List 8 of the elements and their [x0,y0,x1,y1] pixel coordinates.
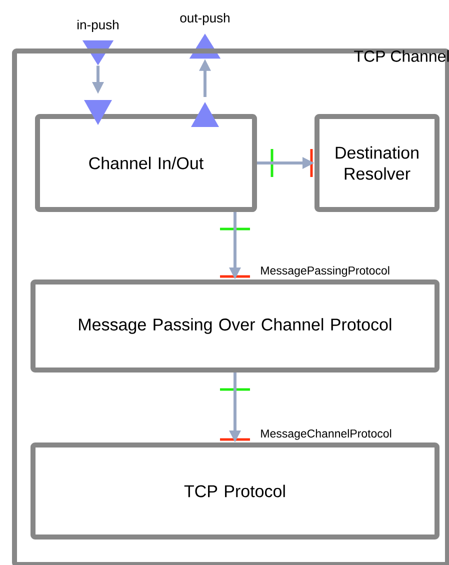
node-label: out-push [180,12,230,26]
process-box: Message Passing Over Channel Protocol [30,280,440,372]
node-label: in-push [78,20,118,32]
edge-label: MessageChannelProtocol [261,429,392,440]
edge-label: MessagePassingProtocol [261,266,390,277]
process-box: Channel In/Out [35,114,257,212]
process-box: TCP Protocol [30,442,440,540]
process-box: Destination Resolver [314,114,440,212]
